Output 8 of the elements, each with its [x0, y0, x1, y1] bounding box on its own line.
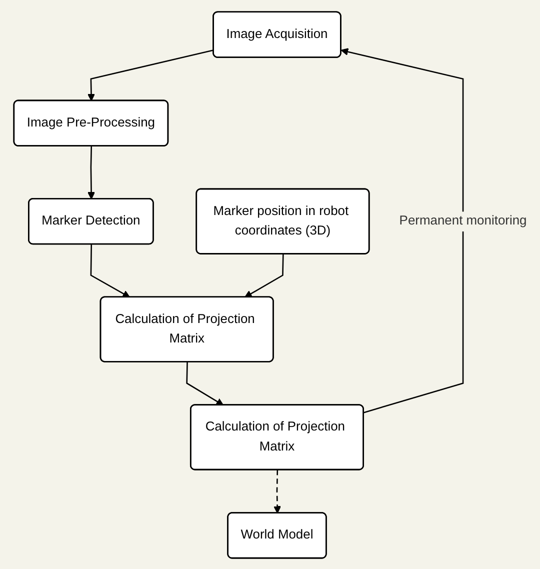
arrow — [273, 469, 281, 514]
arrow — [186, 362, 224, 406]
arrow — [87, 49, 214, 101]
arrow — [340, 48, 464, 413]
arrow — [244, 254, 284, 298]
arrow — [87, 146, 95, 199]
arrow — [90, 244, 130, 298]
flowchart: Permanent monitoring Image Acquisition Image Pre-Processing Marker Detection Marker position in robot coordinates (3D) Calculation of Projection Matrix Calculation of Projection Matrix World Model — [6, 4, 534, 564]
